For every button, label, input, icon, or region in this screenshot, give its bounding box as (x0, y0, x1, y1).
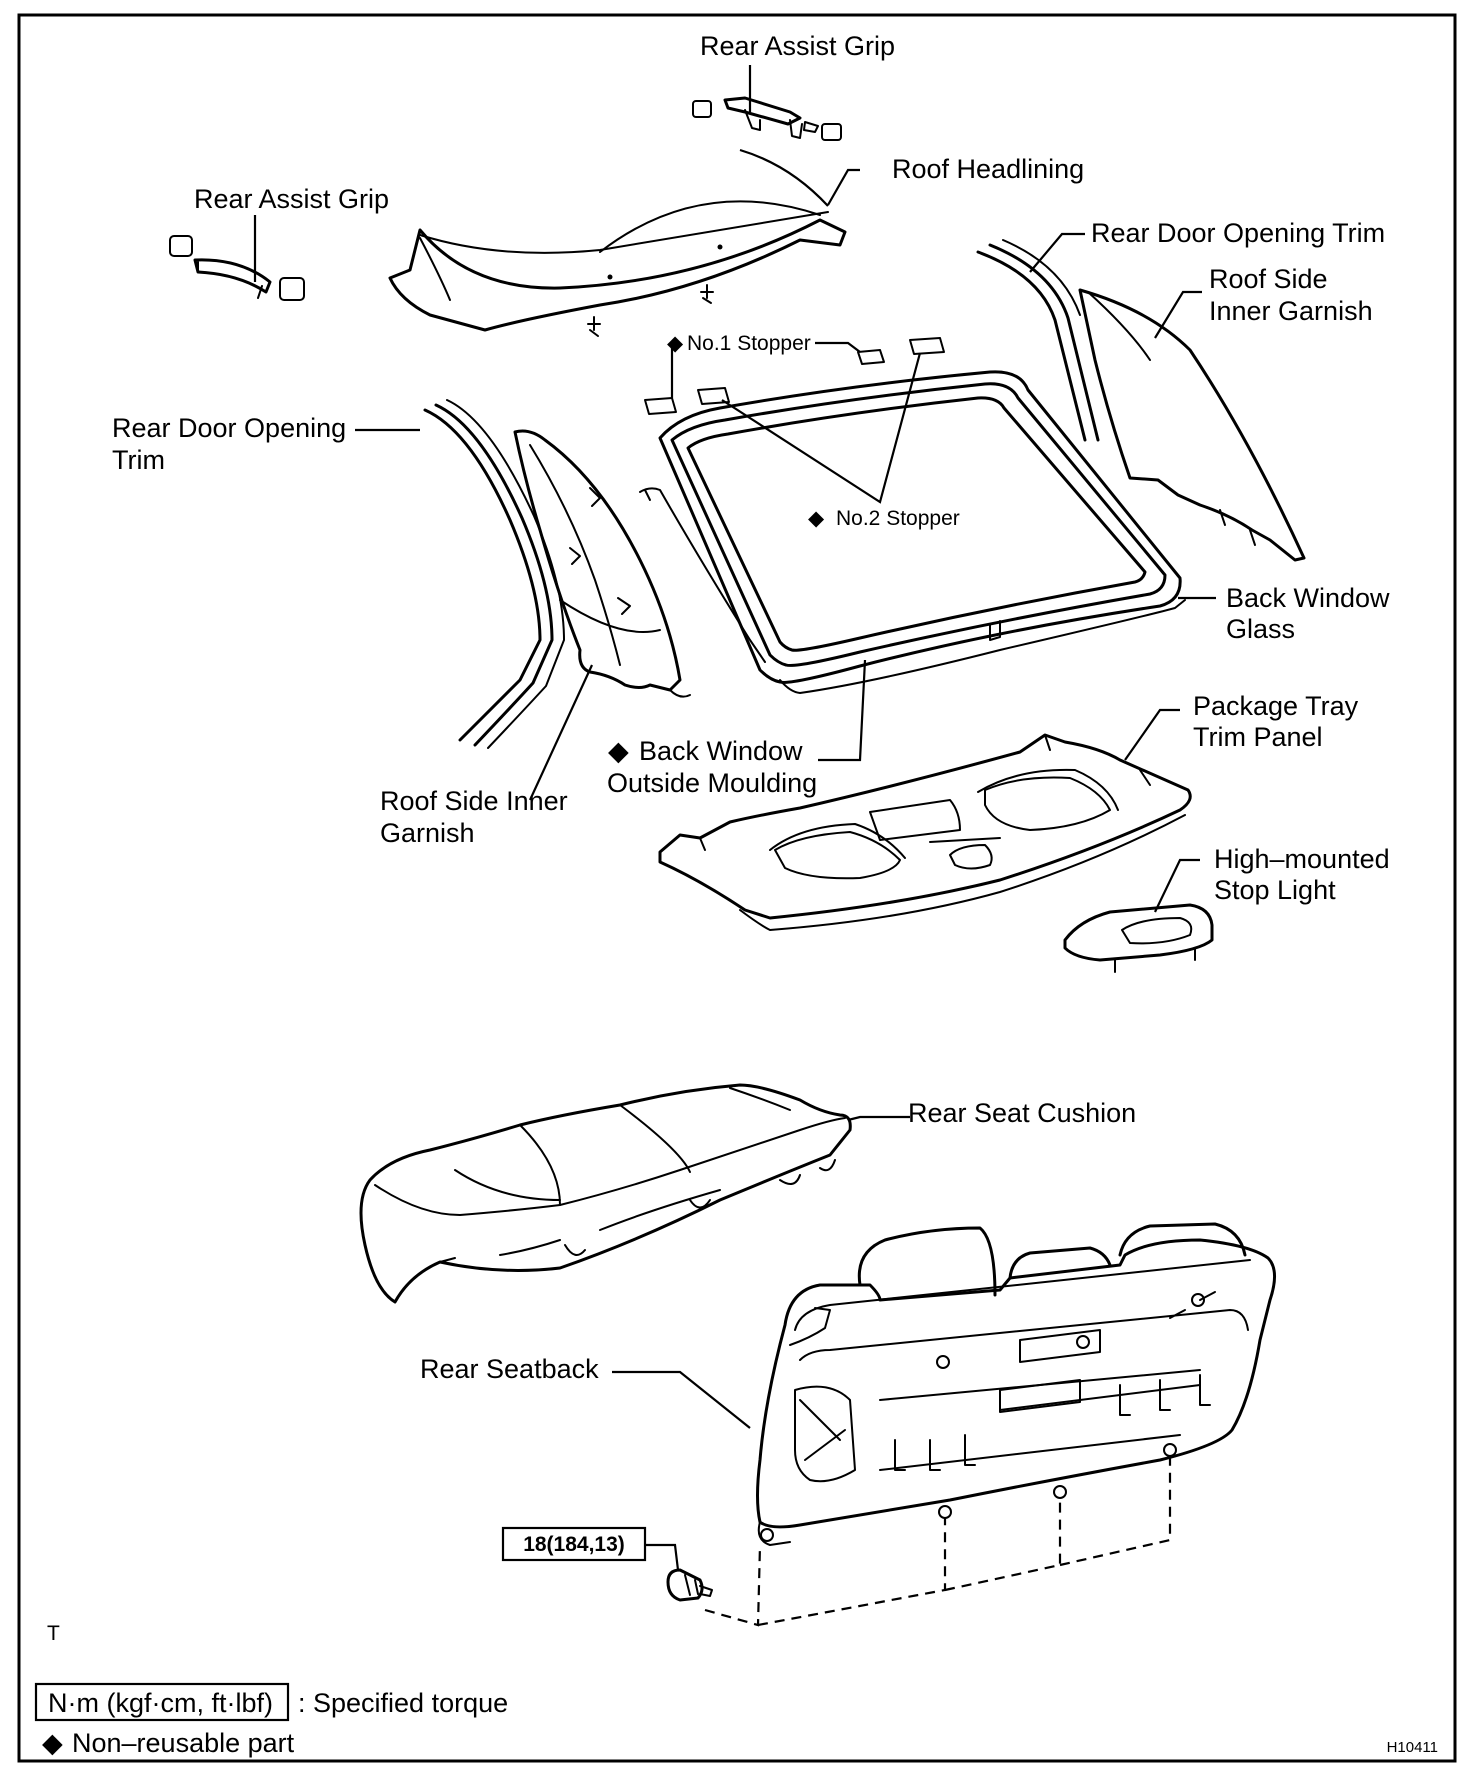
leader-no1-stopper-a (815, 341, 861, 353)
leader-torque (645, 1543, 680, 1571)
legend-diamond: ◆ (42, 1728, 63, 1758)
torque-value-box (501, 1526, 647, 1562)
torque-value: 18(184,13) (523, 1533, 625, 1556)
label-roof-side-inner-garnish-right-2: Inner Garnish (1209, 296, 1373, 326)
label-rear-assist-grip-top: Rear Assist Grip (700, 31, 895, 61)
legend-torque-desc: : Specified torque (298, 1688, 508, 1718)
label-stop-light-2: Stop Light (1214, 875, 1336, 905)
label-back-window-moulding-2: Outside Moulding (607, 768, 817, 798)
leader-seatback (612, 1370, 751, 1429)
rear-assist-grip-top-part (692, 96, 842, 141)
rear-seat-cushion-part (359, 1083, 852, 1304)
leader-garnish-left (529, 664, 593, 801)
leader-no2-stopper (721, 352, 922, 504)
rear-assist-grip-left-part (169, 235, 305, 301)
leader-moulding (818, 659, 867, 762)
leader-door-trim-right (1029, 232, 1085, 273)
label-stop-light-1: High–mounted (1214, 844, 1390, 874)
label-rear-seat-cushion: Rear Seat Cushion (908, 1098, 1136, 1128)
leader-seat-cushion (847, 1115, 910, 1122)
label-rear-door-opening-trim-left-1: Rear Door Opening (112, 413, 346, 443)
label-rear-assist-grip-left: Rear Assist Grip (194, 184, 389, 214)
label-rear-door-opening-trim-right: Rear Door Opening Trim (1091, 218, 1385, 248)
high-mounted-stop-light-part (1063, 903, 1214, 973)
leader-stop-light (1154, 858, 1200, 913)
label-package-tray-2: Trim Panel (1193, 722, 1323, 752)
label-back-window-glass-1: Back Window (1226, 583, 1390, 613)
frame-border (17, 13, 1457, 1763)
bolt-attachment-dashes (704, 1458, 1172, 1627)
rear-door-opening-trim-right-part (976, 239, 1100, 442)
legend-non-reusable: Non–reusable part (72, 1728, 295, 1758)
label-roof-side-inner-garnish-left-1: Roof Side Inner (380, 786, 568, 816)
roof-side-inner-garnish-right-part (1078, 288, 1306, 562)
label-roof-side-inner-garnish-left-2: Garnish (380, 818, 475, 848)
label-no2-stopper: No.2 Stopper (836, 507, 960, 530)
diamond-no1: ◆ (667, 332, 684, 355)
leader-roof-headlining (827, 168, 860, 206)
label-rear-door-opening-trim-left-2: Trim (112, 445, 165, 475)
figure-code: H10411 (1387, 1739, 1438, 1756)
small-t-mark: T (47, 1622, 60, 1645)
diamond-no2: ◆ (808, 507, 825, 530)
label-no1-stopper: No.1 Stopper (687, 332, 811, 355)
label-back-window-moulding-1: Back Window (639, 736, 803, 766)
rear-seatback-part (756, 1222, 1276, 1546)
stoppers (644, 337, 945, 415)
rear-door-opening-trim-left-part (423, 399, 565, 749)
package-tray-trim-panel-part (658, 733, 1192, 931)
leader-package-tray (1124, 708, 1180, 761)
label-roof-headlining: Roof Headlining (892, 154, 1084, 184)
roof-side-inner-garnish-left-part (513, 429, 691, 698)
back-window-glass-part (658, 370, 1186, 694)
legend-torque-box (34, 1682, 290, 1722)
leader-garnish-right (1154, 290, 1202, 339)
seatback-bolt (666, 1568, 713, 1602)
label-rear-seatback: Rear Seatback (420, 1354, 599, 1384)
label-package-tray-1: Package Tray (1193, 691, 1359, 721)
legend-torque-units: N·m (kgf·cm, ft·lbf) (48, 1688, 273, 1718)
label-back-window-glass-2: Glass (1226, 614, 1295, 644)
diamond-moulding: ◆ (608, 736, 629, 766)
label-roof-side-inner-garnish-right-1: Roof Side (1209, 264, 1328, 294)
roof-headlining-part (388, 200, 847, 337)
back-window-outside-moulding-part (639, 487, 766, 663)
